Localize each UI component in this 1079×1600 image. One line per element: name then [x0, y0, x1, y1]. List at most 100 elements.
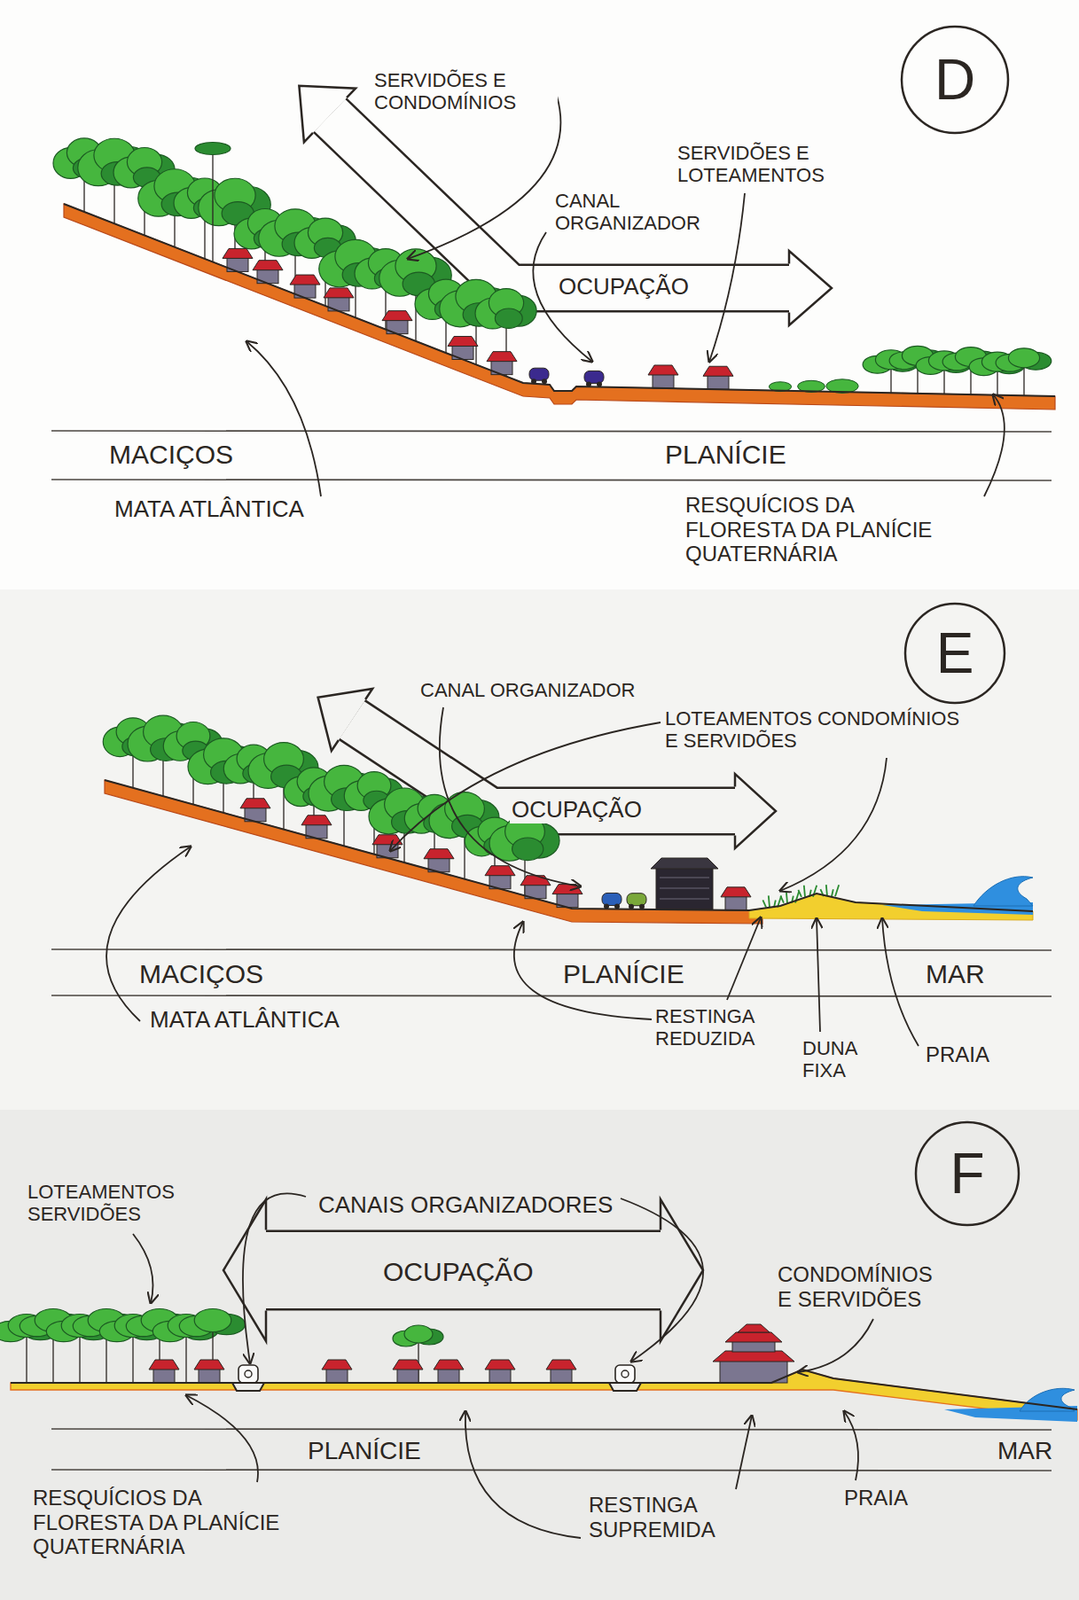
tree-canopy: [404, 1325, 433, 1344]
channel-icon: [615, 1365, 635, 1384]
house-roof: [433, 1360, 464, 1370]
house-wall: [489, 1368, 511, 1384]
house-wall: [198, 1368, 220, 1384]
section-band-line: [51, 949, 1052, 951]
occupation-arrow-head: [318, 688, 374, 751]
annotation-label: SERVIDÕES E LOTEAMENTOS: [675, 141, 861, 188]
panel-letter: F: [949, 1145, 985, 1203]
house-roof: [447, 336, 478, 346]
annotation-label: RESTINGA SUPREMIDA: [586, 1493, 742, 1542]
leader-line: [132, 1234, 154, 1304]
leader-line: [620, 1198, 704, 1362]
condominium-roof: [737, 1324, 770, 1333]
occupation-arrow-head: [734, 774, 776, 849]
annotation-label: SERVIDÕES E CONDOMÍNIOS: [372, 69, 558, 115]
restinga-sprig: [762, 899, 767, 907]
ground-line: [10, 1369, 1078, 1410]
house-roof: [650, 858, 719, 869]
annotation-label: MACIÇOS: [137, 959, 266, 991]
panel-ground: [0, 589, 1079, 1111]
annotation-label: MATA ATLÂNTICA: [112, 496, 306, 524]
annotation-label: PLANÍCIE: [305, 1437, 423, 1466]
leader-line: [727, 917, 761, 1001]
house-roof: [520, 875, 551, 886]
annotation-label: LOTEAMENTOS SERVIDÕES: [25, 1180, 198, 1227]
house-wall: [725, 896, 747, 911]
car: [584, 370, 604, 384]
annotation-label: PRAIA: [923, 1042, 992, 1068]
annotation-label: OCUPAÇÃO: [381, 1257, 535, 1289]
apartment-floor: [659, 898, 710, 900]
occupation-arrow-head-fill: [734, 774, 776, 849]
house-roof: [289, 274, 321, 285]
house-wall: [437, 1368, 460, 1384]
house-roof: [252, 260, 283, 271]
circle-outline-shape: [901, 26, 1009, 133]
annotation-label: RESQUÍCIOS DA FLORESTA DA PLANÍCIE QUATE…: [31, 1485, 301, 1560]
leader-line: [844, 1411, 859, 1481]
car: [626, 893, 647, 907]
apartment-floor: [659, 887, 710, 889]
house-roof: [720, 887, 751, 898]
restinga-sprig: [831, 889, 834, 897]
leader-line: [984, 394, 1005, 497]
restinga-sprig: [780, 896, 784, 904]
annotation-label: CANAL ORGANIZADOR: [553, 189, 735, 235]
channel-icon: [238, 1365, 259, 1384]
tree-canopy: [194, 1309, 232, 1333]
house-wall: [153, 1368, 175, 1384]
house-roof: [240, 798, 271, 809]
circle-outline-shape: [915, 1122, 1019, 1226]
channel-icon-dot: [621, 1370, 629, 1378]
leader-line: [390, 722, 661, 852]
condominium-roof: [712, 1351, 795, 1362]
annotation-label: MAR: [995, 1437, 1055, 1466]
tree-trunk: [78, 1331, 80, 1384]
channel-icon-dot: [244, 1370, 252, 1378]
panel-letter-circle: F: [914, 1120, 1021, 1228]
circle-outline-shape: [905, 603, 1005, 704]
annotation-label: PRAIA: [842, 1485, 910, 1511]
house-wall: [326, 1368, 348, 1384]
tree-canopy: [1008, 348, 1040, 368]
section-band-line: [51, 1469, 1052, 1471]
wave: [973, 876, 1033, 907]
leader-line: [780, 758, 887, 892]
house-roof: [222, 248, 253, 259]
section-band-line: [51, 1429, 1052, 1431]
leader-line: [882, 918, 919, 1047]
leader-line: [816, 918, 821, 1033]
leader-line: [797, 1319, 874, 1373]
leader-line: [106, 846, 191, 1022]
occupation-arrow-head-fill: [318, 688, 374, 751]
annotation-label: MAR: [923, 959, 987, 991]
house-wall: [550, 1368, 572, 1384]
annotation-label: RESTINGA REDUZIDA: [653, 1005, 790, 1051]
tree-canopy: [494, 308, 523, 329]
section-band-line: [51, 430, 1052, 432]
house-roof: [648, 365, 679, 376]
restinga-sprig: [835, 884, 839, 897]
house-roof: [703, 366, 734, 376]
annotation-label: CONDOMÍNIOS E SERVIDÕES: [775, 1262, 948, 1312]
condominium-roof: [725, 1332, 782, 1343]
annotation-label: DUNA FIXA: [800, 1037, 876, 1083]
restinga-sprig: [797, 890, 802, 898]
tree-canopy: [512, 837, 544, 861]
house-roof: [392, 1360, 423, 1370]
tree-trunk: [132, 1331, 133, 1384]
house-roof: [382, 311, 413, 321]
car-wheel: [541, 378, 548, 384]
occupation-arrow-head: [298, 86, 356, 143]
occupation-arrow-outline: [265, 1230, 661, 1312]
cross-sections: [0, 86, 1078, 1539]
annotation-label: OCUPAÇÃO: [556, 273, 691, 301]
leader-line: [242, 1193, 306, 1364]
tree-trunk: [185, 1331, 187, 1384]
panel-letter-circle: D: [899, 24, 1010, 135]
panel-ground: [0, 0, 1079, 590]
house-roof: [194, 1360, 225, 1370]
panel-ground: [0, 1110, 1079, 1600]
tree-trunk: [211, 148, 213, 263]
house-roof: [486, 351, 517, 362]
